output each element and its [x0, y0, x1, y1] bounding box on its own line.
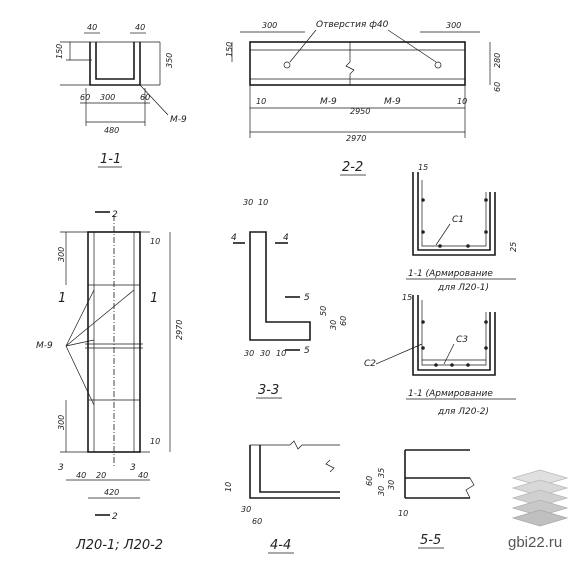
- dim-20-plan: 20: [96, 471, 106, 480]
- dim-60-44: 60: [252, 517, 262, 526]
- section-1-1: 150 350 40 40 300 60 60 480 М-9 1-1: [55, 23, 187, 168]
- cut-1-right: 1: [150, 291, 158, 306]
- dim-150: 150: [55, 44, 64, 59]
- cut-3-right: 3: [130, 463, 136, 473]
- cut-1-left: 1: [58, 291, 66, 306]
- dim-15-r2: 15: [402, 293, 412, 302]
- dim-2970-plan: 2970: [175, 320, 184, 340]
- dim-10-plan-top: 10: [150, 237, 160, 246]
- cut-3-left: 3: [58, 463, 64, 473]
- dim-300-right: 300: [446, 21, 461, 30]
- label-c2: С2: [364, 359, 376, 369]
- dim-60-33: 60: [339, 316, 348, 326]
- cut-2-bottom: 2: [112, 512, 118, 522]
- dim-30-33c: 30: [244, 349, 254, 358]
- dim-25-r1: 25: [509, 242, 518, 252]
- dim-10-44: 10: [224, 482, 233, 492]
- dim-30-33b: 30: [329, 320, 338, 330]
- dim-40-left: 40: [87, 23, 97, 32]
- dim-420: 420: [104, 488, 119, 497]
- dim-30-55b: 30: [387, 480, 396, 490]
- dim-2970: 2970: [346, 134, 366, 143]
- dim-50-33: 50: [319, 306, 328, 316]
- section-3-3: 4 4 30 10 5 5 50 30 60 30 30 10 3-3: [231, 198, 348, 399]
- label-c3: С3: [456, 335, 468, 345]
- dim-2950: 2950: [350, 107, 370, 116]
- watermark-text: gbi22.ru: [508, 534, 562, 551]
- cut-5-top: 5: [304, 293, 310, 303]
- title-4-4: 4-4: [270, 538, 291, 553]
- dim-300-plan-top: 300: [57, 247, 66, 262]
- label-m9: М-9: [170, 115, 187, 125]
- dim-30-33d: 30: [260, 349, 270, 358]
- dim-15-r1: 15: [418, 163, 428, 172]
- title-reinf1: 1-1 (Армирование: [408, 269, 493, 279]
- section-2-2: 300 300 Отверстия ф40 150 280 60 10 2950…: [225, 20, 502, 176]
- dim-40-right: 40: [135, 23, 145, 32]
- dim-30-33: 30: [243, 198, 253, 207]
- title-1-1: 1-1: [100, 152, 121, 167]
- label-m9-plan: М-9: [36, 341, 53, 351]
- dim-10-plan-bot: 10: [150, 437, 160, 446]
- subtitle-reinf1: для Л20-1): [437, 283, 489, 293]
- cut-4-right: 4: [283, 233, 289, 243]
- cut-2-top: 2: [112, 210, 118, 220]
- dim-60-2: 60: [493, 82, 502, 92]
- title-2-2: 2-2: [342, 160, 363, 175]
- plan-view: 300 300 2970 10 10 2 2 1 1 М-9 3 3 40 20…: [36, 210, 184, 553]
- title-product: Л20-1; Л20-2: [75, 538, 163, 553]
- label-m9-2a: М-9: [320, 97, 337, 107]
- dim-35-55: 35: [377, 468, 386, 478]
- dim-10-55: 10: [398, 509, 408, 518]
- dim-280: 280: [493, 53, 502, 68]
- label-holes: Отверстия ф40: [316, 20, 389, 30]
- title-5-5: 5-5: [420, 533, 441, 548]
- reinforcement-l20-2: 15 С3 С2 1-1 (Армирование для Л20-2): [364, 293, 516, 417]
- reinforcement-l20-1: 15 С1 25 1-1 (Армирование для Л20-1): [406, 163, 518, 293]
- label-c1: С1: [452, 215, 464, 225]
- section-4-4: 10 30 60 4-4: [224, 440, 340, 554]
- dim-40-plan-r: 40: [138, 471, 148, 480]
- dim-30-44: 30: [241, 505, 251, 514]
- cut-4-left: 4: [231, 233, 237, 243]
- dim-480: 480: [104, 126, 119, 135]
- dim-350: 350: [165, 53, 174, 68]
- dim-300: 300: [100, 93, 115, 102]
- dim-60-left: 60: [80, 93, 90, 102]
- dim-10-33b: 10: [276, 349, 286, 358]
- dim-10-left: 10: [256, 97, 266, 106]
- dim-40-plan-l: 40: [76, 471, 86, 480]
- section-5-5: 60 35 30 30 10 5-5: [365, 449, 475, 549]
- dim-30-55: 30: [377, 486, 386, 496]
- subtitle-reinf2: для Л20-2): [437, 407, 489, 417]
- dim-300-plan-bot: 300: [57, 415, 66, 430]
- dim-10-33: 10: [258, 198, 268, 207]
- title-3-3: 3-3: [258, 383, 279, 398]
- dim-60-55: 60: [365, 476, 374, 486]
- watermark-logo: [511, 469, 569, 527]
- dim-10-right: 10: [457, 97, 467, 106]
- dim-300-left: 300: [262, 21, 277, 30]
- dim-150-2: 150: [225, 42, 234, 57]
- label-m9-2b: М-9: [384, 97, 401, 107]
- cut-5-bottom: 5: [304, 346, 310, 356]
- title-reinf2: 1-1 (Армирование: [408, 389, 493, 399]
